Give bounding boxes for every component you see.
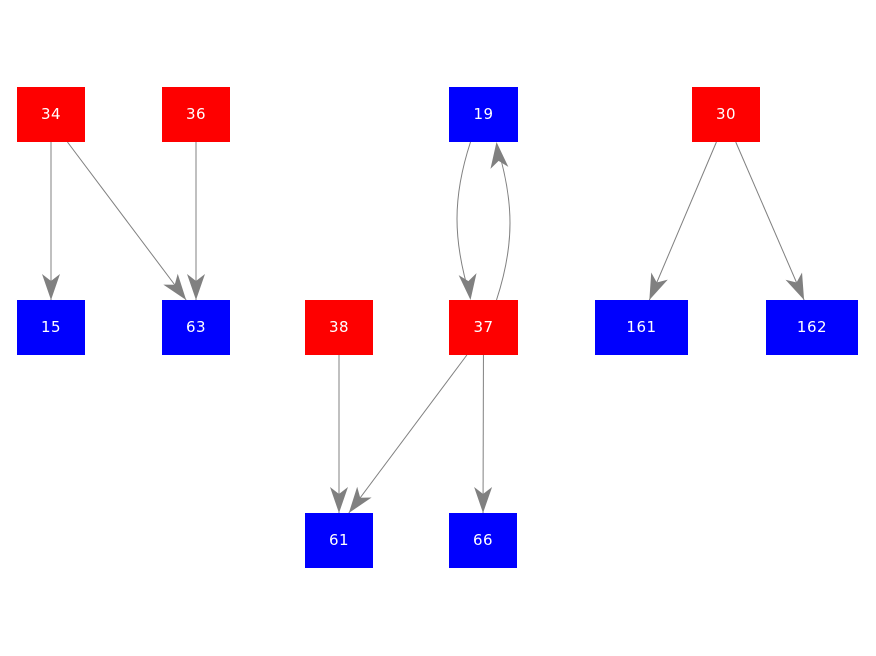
graph-node-label: 162 [796, 318, 828, 336]
graph-node-label: 34 [40, 105, 62, 123]
graph-node-label: 63 [185, 318, 207, 336]
graph-node-label: 36 [185, 105, 207, 123]
graph-node-19[interactable]: 19 [449, 87, 518, 142]
graph-node-15[interactable]: 15 [17, 300, 85, 355]
graph-node-66[interactable]: 66 [449, 513, 517, 568]
graph-node-37[interactable]: 37 [449, 300, 518, 355]
graph-node-161[interactable]: 161 [595, 300, 688, 355]
graph-node-label: 66 [472, 531, 494, 549]
graph-node-label: 37 [473, 318, 494, 336]
graph-node-label: 161 [626, 318, 657, 336]
graph-node-38[interactable]: 38 [305, 300, 373, 355]
graph-node-label: 61 [328, 531, 350, 549]
graph-node-label: 15 [40, 318, 62, 336]
graph-node-label: 38 [328, 318, 350, 336]
graph-node-label: 30 [715, 105, 737, 123]
graph-node-30[interactable]: 30 [692, 87, 760, 142]
graph-node-34[interactable]: 34 [17, 87, 85, 142]
graph-node-36[interactable]: 36 [162, 87, 230, 142]
graph-node-63[interactable]: 63 [162, 300, 230, 355]
graph-node-label: 19 [473, 105, 494, 123]
graph-node-61[interactable]: 61 [305, 513, 373, 568]
graph-node-162[interactable]: 162 [766, 300, 858, 355]
